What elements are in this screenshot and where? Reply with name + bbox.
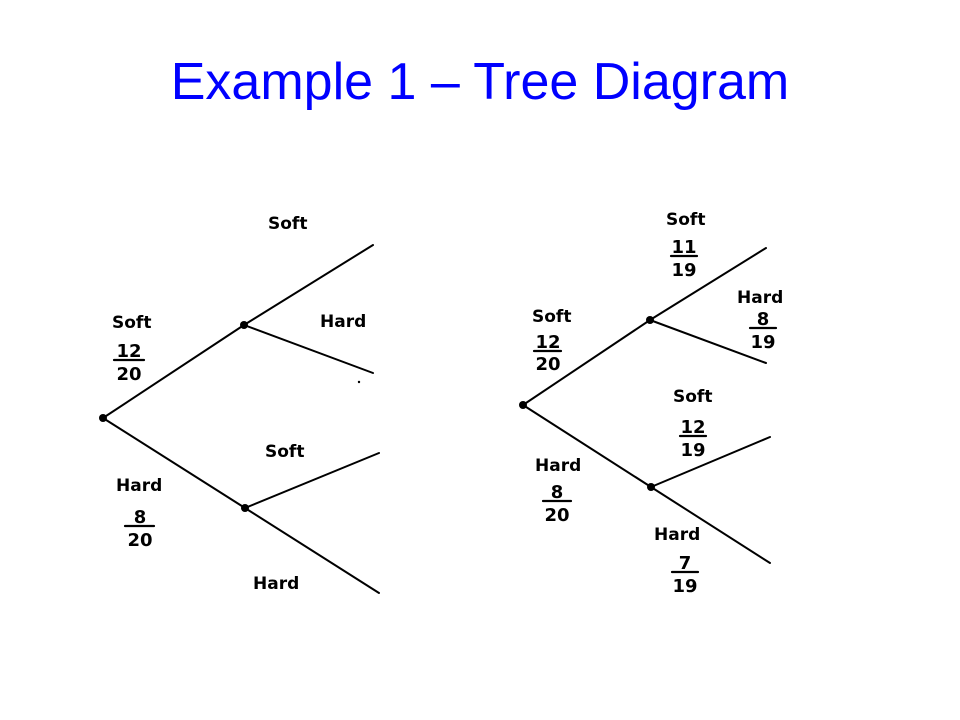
slide-title: Example 1 – Tree Diagram: [170, 53, 790, 111]
right-first-hard-denominator: 20: [544, 505, 569, 526]
left-soft-node: [240, 321, 248, 329]
left-branch-soft-soft: [243, 244, 374, 326]
right-branch-first-soft: [522, 319, 651, 406]
right-hard-node: [647, 483, 655, 491]
left-first-hard-numerator: 8: [134, 507, 147, 528]
left-branch-hard-hard: [244, 507, 380, 594]
right-first-soft-numerator: 12: [535, 332, 560, 353]
left-soft-soft-label: Soft: [268, 214, 307, 234]
left-stray-dot: [357, 380, 361, 384]
left-first-soft-label: Soft: [112, 313, 151, 333]
right-soft-hard-numerator: 8: [757, 309, 770, 330]
left-first-soft-denominator: 20: [116, 364, 141, 385]
right-first-soft-denominator: 20: [535, 354, 560, 375]
left-hard-soft-label: Soft: [265, 442, 304, 462]
right-branch-soft-soft: [649, 247, 767, 321]
right-hard-soft-numerator: 12: [680, 417, 705, 438]
left-hard-node: [241, 504, 249, 512]
left-branch-soft-hard: [243, 324, 374, 374]
right-soft-hard-denominator: 19: [750, 332, 775, 353]
right-soft-soft-numerator: 11: [671, 237, 696, 258]
right-first-soft-label: Soft: [532, 307, 571, 327]
right-hard-hard-label: Hard: [654, 525, 700, 545]
right-branch-hard-hard: [650, 486, 771, 564]
right-hard-soft-denominator: 19: [680, 440, 705, 461]
left-root-node: [99, 414, 107, 422]
left-branch-first-soft: [102, 324, 245, 419]
right-branch-hard-soft: [650, 436, 771, 488]
right-first-hard-numerator: 8: [551, 482, 564, 503]
right-root-node: [519, 401, 527, 409]
right-soft-soft-denominator: 19: [671, 260, 696, 281]
right-soft-soft-label: Soft: [666, 210, 705, 230]
left-branch-first-hard: [102, 417, 246, 509]
left-first-hard-label: Hard: [116, 476, 162, 496]
right-hard-hard-numerator: 7: [679, 553, 692, 574]
left-branch-hard-soft: [244, 452, 380, 509]
left-first-hard-denominator: 20: [127, 530, 152, 551]
right-branch-soft-hard: [649, 319, 767, 364]
right-branch-first-hard: [522, 404, 652, 488]
left-tree: Soft 12 20 Hard 8 20 Soft Hard Soft Hard: [99, 214, 380, 594]
left-first-soft-numerator: 12: [116, 341, 141, 362]
right-hard-soft-label: Soft: [673, 387, 712, 407]
left-hard-hard-label: Hard: [253, 574, 299, 594]
right-soft-node: [646, 316, 654, 324]
right-hard-hard-denominator: 19: [672, 576, 697, 597]
right-tree: Soft 12 20 Hard 8 20 Soft 11 19 Hard 8 1…: [519, 210, 783, 597]
right-soft-hard-label: Hard: [737, 288, 783, 308]
left-soft-hard-label: Hard: [320, 312, 366, 332]
right-first-hard-label: Hard: [535, 456, 581, 476]
